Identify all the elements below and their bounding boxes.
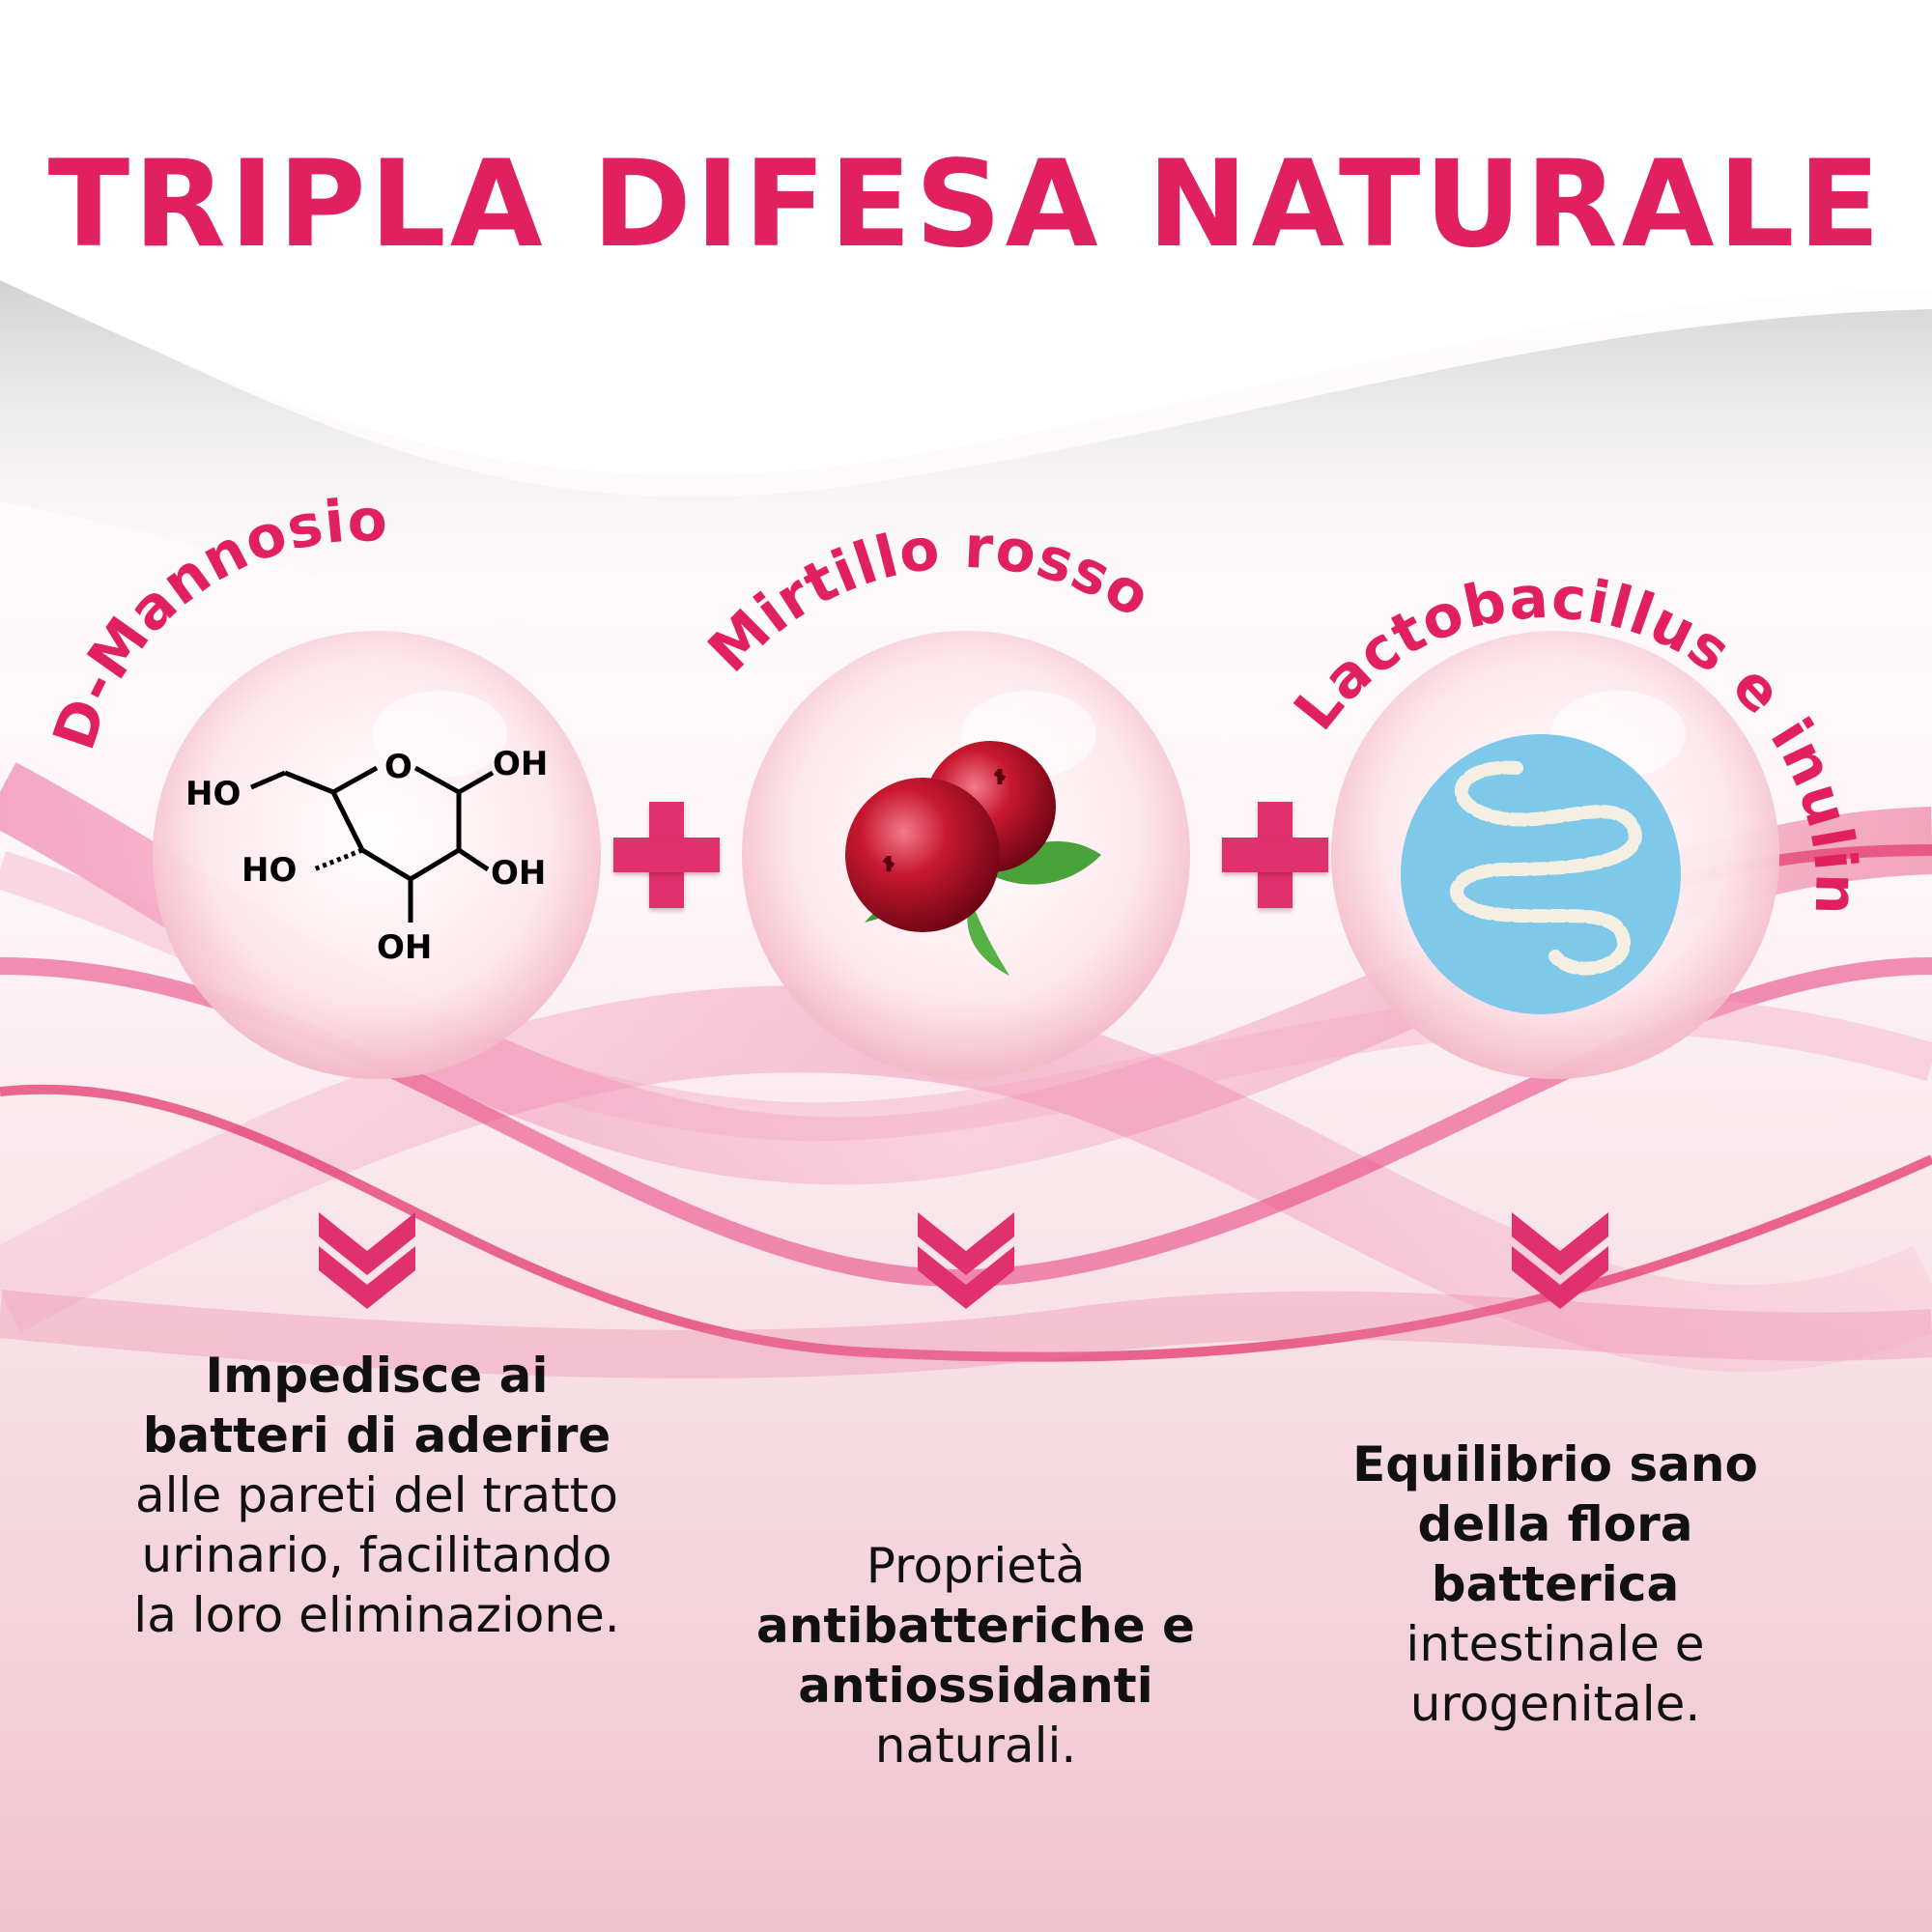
molecule-oh-right: OH: [491, 854, 546, 893]
description-lactobacillus-text: intestinale e urogenitale.: [1406, 1616, 1705, 1732]
cranberry-icon: [845, 741, 1101, 976]
intestine-icon: [1401, 734, 1681, 1014]
description-lactobacillus: Equilibrio sano della flora batterica in…: [1333, 1435, 1777, 1734]
chevron-down-icon-1: [319, 1212, 415, 1309]
molecule-oh-bottom: OH: [377, 928, 432, 967]
description-lactobacillus-bold: Equilibrio sano della flora batterica: [1352, 1436, 1758, 1612]
molecule-ho-mid: HO: [242, 851, 297, 890]
description-mirtillo-text-start: Proprietà: [866, 1538, 1086, 1594]
page-title: TRIPLA DIFESA NATURALE: [47, 135, 1885, 274]
molecule-ho-left: HO: [185, 775, 241, 813]
molecule-ring-o: O: [384, 748, 412, 786]
description-mirtillo-rosso: Proprietà antibatteriche e antiossidanti…: [734, 1536, 1217, 1776]
description-d-mannosio-text: alle pareti del tratto urinario, facilit…: [133, 1467, 620, 1643]
plus-icon-1: [613, 802, 720, 908]
description-d-mannosio: Impedisce ai batteri di aderire alle par…: [126, 1346, 628, 1645]
plus-icon-2: [1222, 802, 1328, 908]
chevron-down-icon-3: [1512, 1212, 1608, 1309]
molecule-oh-top: OH: [493, 745, 548, 783]
chevron-down-icon-2: [918, 1212, 1014, 1309]
description-d-mannosio-bold: Impedisce ai batteri di aderire: [142, 1348, 611, 1463]
bubble-d-mannosio: [153, 631, 601, 1079]
description-mirtillo-bold: antibatteriche e antiossidanti: [756, 1598, 1195, 1714]
d-mannose-molecule-icon: HO O OH HO OH OH: [185, 745, 548, 967]
description-mirtillo-text-end: naturali.: [874, 1718, 1077, 1774]
